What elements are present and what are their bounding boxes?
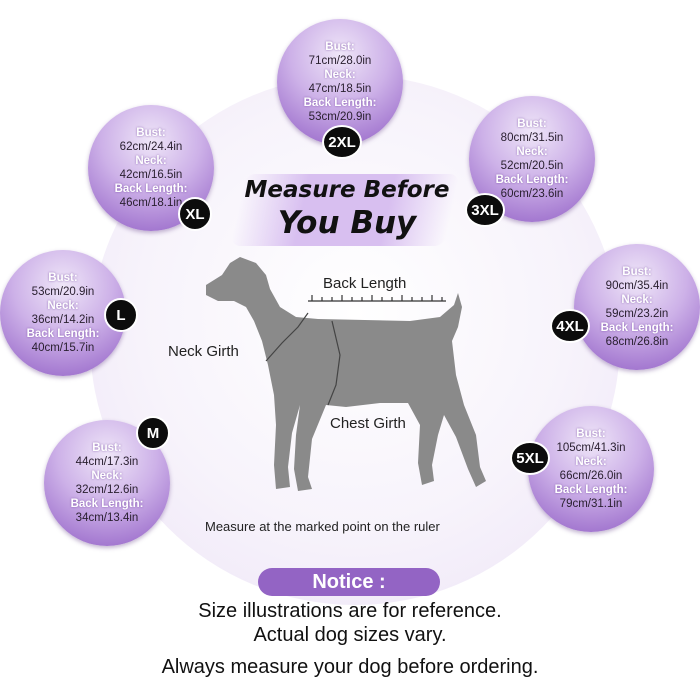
headline-line-1: Measure Before <box>244 177 450 203</box>
neck-label: Neck: <box>575 456 607 468</box>
chest-girth-label-text: Chest Girth <box>330 415 406 432</box>
bust-label: Bust: <box>576 428 606 440</box>
back-length-label: Back Length: <box>303 97 377 109</box>
size-3xl-badge: 3XL <box>465 193 505 227</box>
size-5xl-card: Bust: 105cm/41.3in Neck: 66cm/26.0in Bac… <box>528 406 654 532</box>
neck-label: Neck: <box>516 146 548 158</box>
neck-value: 66cm/26.0in <box>559 470 623 482</box>
bust-value: 71cm/28.0in <box>308 55 372 67</box>
back-length-value: 46cm/18.1in <box>119 197 183 209</box>
neck-value: 36cm/14.2in <box>31 314 95 326</box>
back-length-label: Back Length: <box>26 328 100 340</box>
bust-value: 62cm/24.4in <box>119 141 183 153</box>
size-2xl-badge: 2XL <box>322 125 362 159</box>
headline-line-2: You Buy <box>277 205 417 241</box>
size-4xl-badge: 4XL <box>550 309 590 343</box>
neck-label: Neck: <box>91 470 123 482</box>
back-length-value: 34cm/13.4in <box>75 512 139 524</box>
size-3xl-card: Bust: 80cm/31.5in Neck: 52cm/20.5in Back… <box>469 96 595 222</box>
back-length-value: 40cm/15.7in <box>31 342 95 354</box>
ruler-caption: Measure at the marked point on the ruler <box>205 519 440 534</box>
bust-label: Bust: <box>517 118 547 130</box>
bust-label: Bust: <box>325 41 355 53</box>
headline: Measure Before You Buy <box>232 176 462 242</box>
notice-line-3: Always measure your dog before ordering. <box>161 656 539 678</box>
bust-label: Bust: <box>48 272 78 284</box>
notice-line-1: Size illustrations are for reference. <box>198 600 502 622</box>
back-length-value: 53cm/20.9in <box>308 111 372 123</box>
size-m-badge: M <box>136 416 170 450</box>
bust-value: 80cm/31.5in <box>500 132 564 144</box>
neck-value: 42cm/16.5in <box>119 169 183 181</box>
bust-label: Bust: <box>622 266 652 278</box>
neck-girth-label-text: Neck Girth <box>168 343 239 360</box>
back-length-label: Back Length: <box>554 484 628 496</box>
neck-label: Neck: <box>324 69 356 81</box>
bust-value: 53cm/20.9in <box>31 286 95 298</box>
bust-value: 90cm/35.4in <box>605 280 669 292</box>
neck-label: Neck: <box>621 294 653 306</box>
bust-value: 44cm/17.3in <box>75 456 139 468</box>
back-length-value: 79cm/31.1in <box>559 498 623 510</box>
back-length-label: Back Length: <box>114 183 188 195</box>
neck-value: 59cm/23.2in <box>605 308 669 320</box>
size-xl-card: Bust: 62cm/24.4in Neck: 42cm/16.5in Back… <box>88 105 214 231</box>
bust-label: Bust: <box>92 442 122 454</box>
neck-label: Neck: <box>135 155 167 167</box>
notice-line-2: Actual dog sizes vary. <box>253 624 447 646</box>
notice-title: Notice : <box>258 568 440 596</box>
size-2xl-card: Bust: 71cm/28.0in Neck: 47cm/18.5in Back… <box>277 19 403 145</box>
size-5xl-badge: 5XL <box>510 441 550 475</box>
neck-value: 47cm/18.5in <box>308 83 372 95</box>
back-length-label: Back Length: <box>495 174 569 186</box>
bust-value: 105cm/41.3in <box>556 442 626 454</box>
back-length-value: 60cm/23.6in <box>500 188 564 200</box>
neck-value: 52cm/20.5in <box>500 160 564 172</box>
back-length-label-text: Back Length <box>323 275 407 292</box>
neck-value: 32cm/12.6in <box>75 484 139 496</box>
size-4xl-card: Bust: 90cm/35.4in Neck: 59cm/23.2in Back… <box>574 244 700 370</box>
dog-silhouette-icon <box>206 257 486 491</box>
neck-label: Neck: <box>47 300 79 312</box>
bust-label: Bust: <box>136 127 166 139</box>
size-l-badge: L <box>104 298 138 332</box>
size-xl-badge: XL <box>178 197 212 231</box>
back-length-value: 68cm/26.8in <box>605 336 669 348</box>
back-length-label: Back Length: <box>70 498 144 510</box>
back-length-label: Back Length: <box>600 322 674 334</box>
